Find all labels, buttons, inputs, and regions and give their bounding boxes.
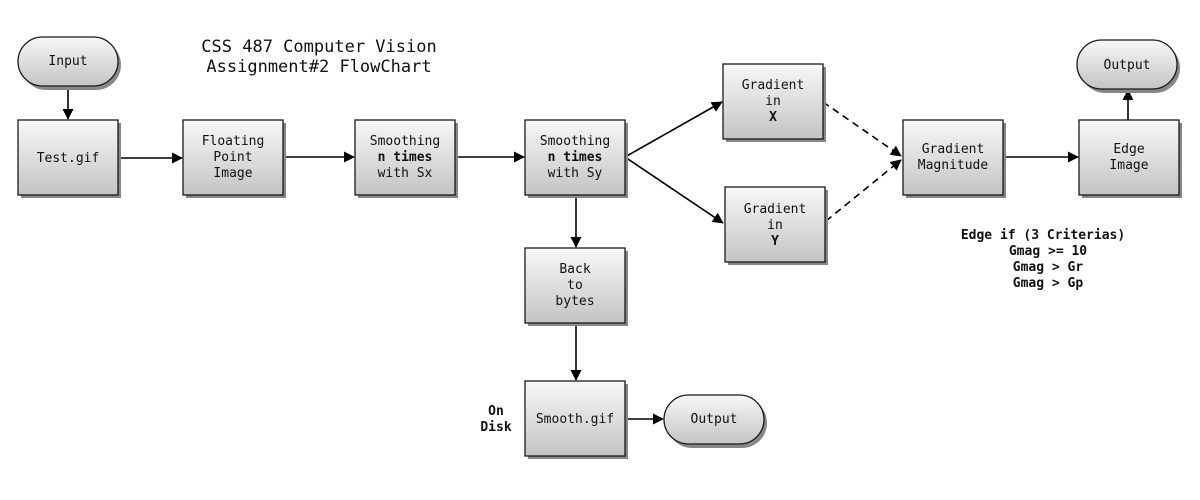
gradient-y-box: Gradient in Y — [724, 186, 828, 265]
output-top-label: Output — [1104, 58, 1151, 73]
edge-criteria-note: Edge if (3 Criterias) Gmag >= 10 Gmag > … — [961, 228, 1125, 291]
smoothing-sy-line-3: with Sy — [548, 166, 603, 181]
smoothing-sx-line-1: Smoothing — [370, 134, 440, 149]
input-terminator: Input — [17, 36, 121, 90]
back-to-bytes-line-1: Back — [559, 262, 590, 277]
gradient-y-line-3: Y — [771, 234, 779, 249]
back-to-bytes-line-2: to — [567, 278, 583, 293]
edge-gradient-y-to-magnitude — [825, 159, 902, 222]
output-top-terminator: Output — [1076, 39, 1180, 93]
back-to-bytes-line-3: bytes — [555, 294, 594, 309]
title-line-2: Assignment#2 FlowChart — [206, 57, 431, 77]
gradient-x-axis: X — [769, 110, 777, 125]
smoothing-sx-box: Smoothing n times with Sx — [354, 119, 458, 198]
input-label: Input — [48, 54, 87, 69]
criteria-line-1: Gmag >= 10 — [1009, 244, 1087, 259]
edge-image-box: Edge Image — [1078, 119, 1182, 198]
edge-gradient-x-to-magnitude — [822, 101, 902, 157]
smoothing-sx-line-3: with Sx — [378, 166, 433, 181]
edge-image-line-2: Image — [1109, 158, 1148, 173]
criteria-line-2: Gmag > Gr — [1013, 260, 1084, 275]
floating-line-3: Image — [213, 166, 252, 181]
test-gif-box: Test.gif — [17, 119, 121, 198]
back-to-bytes-box: Back to bytes — [524, 247, 628, 326]
criteria-heading: Edge if (3 Criterias) — [961, 228, 1125, 243]
smoothing-sy-line-2: n times — [548, 150, 603, 165]
gradient-magnitude-line-1: Gradient — [922, 142, 985, 157]
smoothing-sy-box: Smoothing n times with Sy — [524, 119, 628, 198]
diagram-title: CSS 487 Computer Vision Assignment#2 Flo… — [201, 37, 436, 77]
smoothing-sx-line-2: n times — [378, 150, 433, 165]
smoothing-sy-line-1: Smoothing — [540, 134, 610, 149]
gradient-x-line-1: Gradient — [742, 78, 805, 93]
on-disk-line-1: On — [488, 404, 504, 419]
smoothing-sy-line-2-text: n times — [548, 150, 603, 165]
edge-smooth-y-to-gradient-y — [624, 156, 724, 224]
title-line-1: CSS 487 Computer Vision — [201, 37, 436, 57]
edges — [62, 86, 1134, 425]
on-disk-label: On Disk — [480, 404, 511, 435]
floating-line-1: Floating — [202, 134, 265, 149]
gradient-x-line-3: X — [769, 110, 777, 125]
edge-image-line-1: Edge — [1113, 142, 1144, 157]
test-gif-label: Test.gif — [37, 151, 100, 166]
smooth-gif-box: Smooth.gif — [524, 380, 628, 459]
floating-point-box: Floating Point Image — [182, 119, 286, 198]
edge-smooth-y-to-gradient-x — [624, 101, 723, 158]
on-disk-line-2: Disk — [480, 420, 511, 435]
output-bottom-label: Output — [691, 412, 738, 427]
gradient-y-line-2: in — [767, 218, 783, 233]
gradient-y-line-1: Gradient — [744, 202, 807, 217]
output-bottom-terminator: Output — [663, 394, 767, 448]
gradient-magnitude-box: Gradient Magnitude — [902, 119, 1006, 198]
gradient-x-box: Gradient in X — [722, 63, 826, 142]
smooth-gif-label: Smooth.gif — [536, 412, 614, 427]
floating-line-2: Point — [213, 150, 252, 165]
gradient-x-line-2: in — [765, 94, 781, 109]
criteria-line-3: Gmag > Gp — [1013, 276, 1084, 291]
gradient-magnitude-line-2: Magnitude — [918, 158, 989, 173]
smoothing-sx-line-2-text: n times — [378, 150, 433, 165]
gradient-y-axis: Y — [771, 234, 779, 249]
